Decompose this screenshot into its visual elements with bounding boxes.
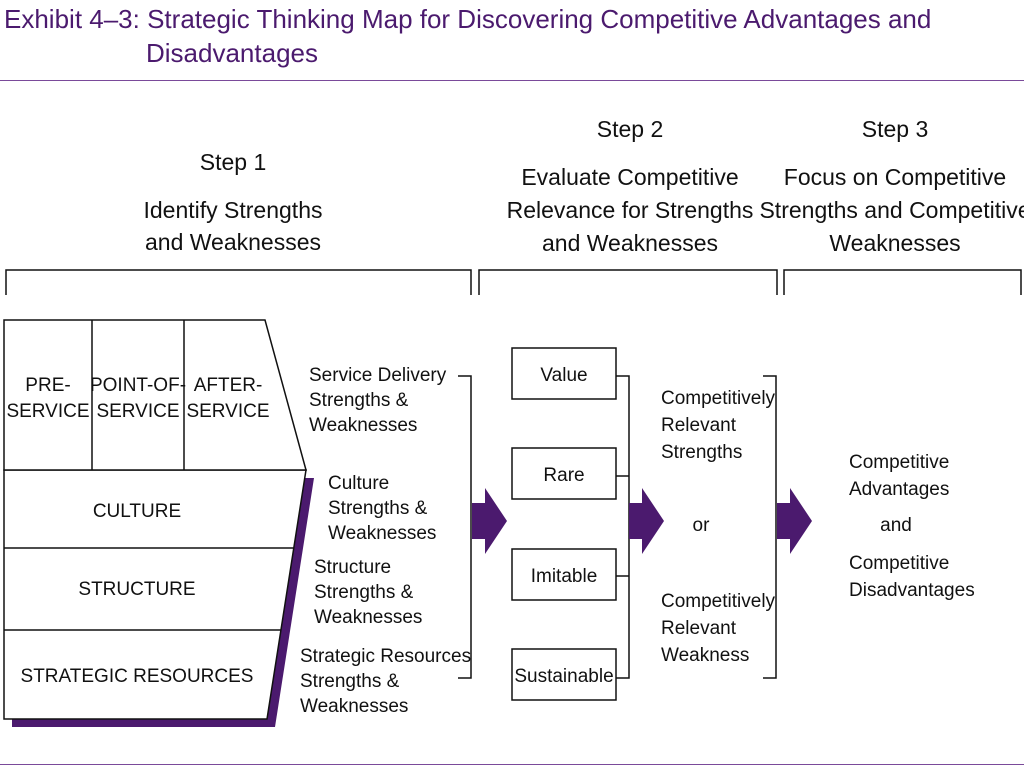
step-2-desc-line-2: Relevance for Strengths [507, 197, 754, 223]
relevant-strengths-line-1: Competitively [661, 388, 776, 409]
sustainable-label: Sustainable [514, 666, 613, 687]
service-layer [3, 319, 307, 471]
pre-service-line-2: SERVICE [6, 401, 89, 422]
outcome-labels: Competitive Advantages and Competitive D… [849, 452, 975, 601]
criteria-connector [616, 375, 630, 679]
step-2-desc-line-3: and Weaknesses [542, 230, 718, 256]
relevance-labels: Competitively Relevant Strengths or Comp… [661, 388, 776, 666]
strategic-resources-layer-label: STRATEGIC RESOURCES [21, 666, 254, 687]
arrow-2-icon [629, 488, 664, 554]
point-of-service-line-2: SERVICE [96, 401, 179, 422]
structure-label-line-1: Structure [314, 557, 391, 578]
strategic-resources-label-line-2: Strengths & [300, 671, 400, 692]
imitable-label: Imitable [531, 566, 598, 587]
step-3-desc-line-2: Strengths and Competitive [759, 197, 1024, 223]
sustainable-box [511, 648, 617, 701]
relevance-bracket [763, 375, 777, 679]
step-3-title: Step 3 [862, 116, 929, 142]
pre-service-line-1: PRE- [25, 375, 70, 396]
step-2-title: Step 2 [597, 116, 664, 142]
service-delivery-label-line-2: Strengths & [309, 390, 409, 411]
sw-labels: Service Delivery Strengths & Weaknesses … [300, 365, 471, 717]
step-3-bracket [783, 269, 1022, 295]
outcome-and-label: and [880, 515, 912, 536]
structure-label-line-3: Weaknesses [314, 607, 422, 628]
step-1-header: Step 1 Identify Strengths and Weaknesses [144, 149, 323, 255]
bottom-divider [0, 764, 1024, 765]
point-of-service-line-1: POINT-OF- [90, 375, 186, 396]
rare-label: Rare [543, 465, 584, 486]
step-1-desc-line-1: Identify Strengths [144, 197, 323, 223]
strategic-resources-label-line-1: Strategic Resources [300, 646, 471, 667]
relevant-weakness-line-3: Weakness [661, 645, 749, 666]
exhibit-title: Exhibit 4–3: Strategic Thinking Map for … [4, 2, 1014, 70]
step-2-header: Step 2 Evaluate Competitive Relevance fo… [507, 116, 754, 256]
disadvantages-line-1: Competitive [849, 553, 949, 574]
sw-bracket [458, 375, 472, 679]
relevant-weakness-line-1: Competitively [661, 591, 776, 612]
title-divider [0, 80, 1024, 81]
imitable-box [511, 548, 617, 601]
relevant-strengths-line-3: Strengths [661, 442, 742, 463]
relevance-or-label: or [693, 515, 711, 536]
step-2-desc-line-1: Evaluate Competitive [521, 164, 738, 190]
relevant-strengths-line-2: Relevant [661, 415, 737, 436]
culture-label-line-3: Weaknesses [328, 523, 436, 544]
service-delivery-label-line-3: Weaknesses [309, 415, 417, 436]
step-1-desc-line-2: and Weaknesses [145, 229, 321, 255]
arrow-3-icon [777, 488, 812, 554]
exhibit-title-line-1: Exhibit 4–3: Strategic Thinking Map for … [4, 4, 932, 34]
service-delivery-label-line-1: Service Delivery [309, 365, 447, 386]
structure-layer-label: STRUCTURE [78, 579, 195, 600]
step-3-desc-line-1: Focus on Competitive [784, 164, 1006, 190]
relevant-weakness-line-2: Relevant [661, 618, 737, 639]
arrow-1-icon [472, 488, 507, 554]
culture-label-line-1: Culture [328, 473, 389, 494]
advantages-line-1: Competitive [849, 452, 949, 473]
after-service-line-2: SERVICE [186, 401, 269, 422]
value-box [511, 347, 617, 400]
step-3-header: Step 3 Focus on Competitive Strengths an… [759, 116, 1024, 256]
value-label: Value [540, 365, 587, 386]
disadvantages-line-2: Disadvantages [849, 580, 975, 601]
layer-stack: PRE- SERVICE POINT-OF- SERVICE AFTER- SE… [3, 319, 314, 727]
criteria-boxes: Value Rare Imitable Sustainable [511, 347, 617, 701]
culture-layer-label: CULTURE [93, 501, 181, 522]
step-1-title: Step 1 [200, 149, 267, 175]
rare-box [511, 447, 617, 500]
culture-label-line-2: Strengths & [328, 498, 428, 519]
exhibit-title-line-2: Disadvantages [146, 38, 318, 68]
after-service-line-1: AFTER- [194, 375, 263, 396]
advantages-line-2: Advantages [849, 479, 949, 500]
strategic-resources-label-line-3: Weaknesses [300, 696, 408, 717]
step-3-desc-line-3: Weaknesses [829, 230, 960, 256]
step-1-bracket [5, 269, 472, 295]
step-2-bracket [478, 269, 778, 295]
structure-label-line-2: Strengths & [314, 582, 414, 603]
